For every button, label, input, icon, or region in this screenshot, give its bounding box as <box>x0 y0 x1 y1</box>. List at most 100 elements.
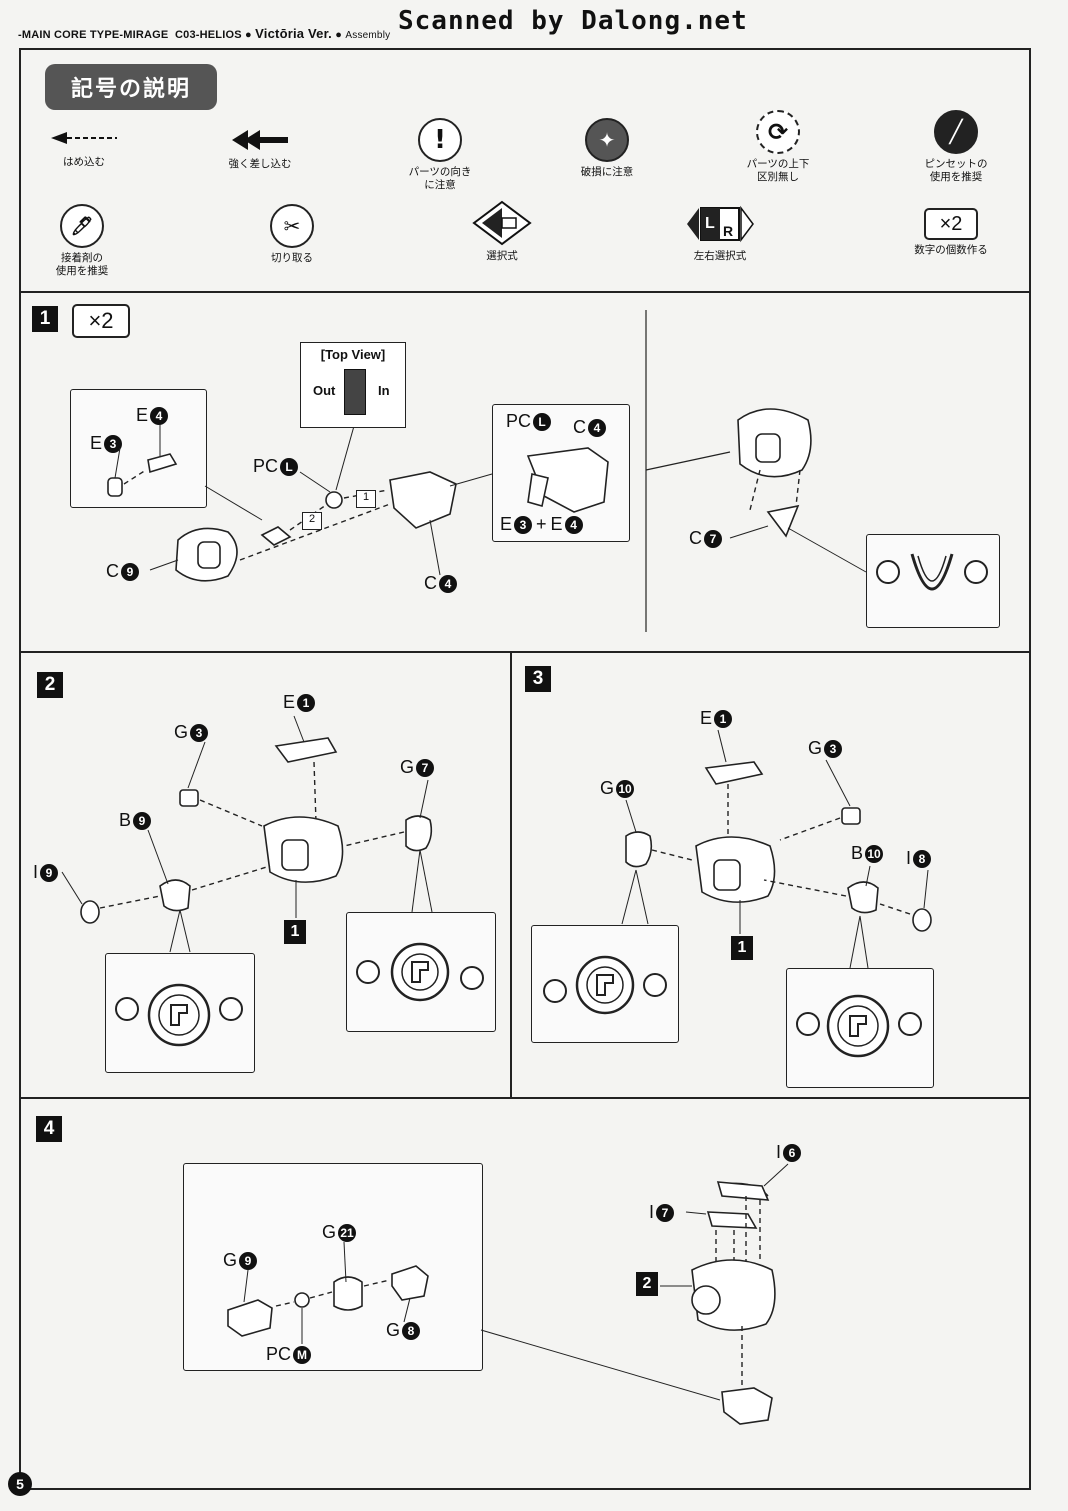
reference-step: 2 <box>636 1272 658 1296</box>
dot-icon: ● <box>245 29 252 41</box>
version-name: Victōria Ver. <box>255 26 332 41</box>
divider-step2-3 <box>510 651 512 1099</box>
legend-label: 強く差し込む <box>228 158 292 170</box>
detail-drawing <box>526 447 609 513</box>
glue-icon: 🖊 <box>60 204 104 248</box>
tweezers-icon: ╱ <box>934 110 978 154</box>
divider-legend <box>19 291 1031 293</box>
page-frame <box>19 48 1031 1490</box>
header-model: -MAIN CORE TYPE-MIRAGE C03-HELIOS ● Vict… <box>18 26 390 41</box>
legend-item: ✦ 破損に注意 <box>565 118 649 179</box>
legend-label: パーツの上下 区別無し <box>746 158 810 183</box>
cut-icon <box>876 560 900 584</box>
pc-part-shape <box>344 369 366 415</box>
legend-label: 左右選択式 <box>693 250 747 262</box>
svg-text:L: L <box>705 215 715 232</box>
legend-label: パーツの向き に注意 <box>408 166 472 191</box>
divider-step1 <box>19 651 1031 653</box>
quantity-badge: ×2 <box>72 304 130 338</box>
legend-label: 数字の個数作る <box>914 244 988 256</box>
legend-item: ✂ 切り取る <box>250 204 334 265</box>
svg-text:R: R <box>723 223 733 239</box>
select-icon <box>472 200 532 246</box>
rotate-icon: ⟳ <box>756 110 800 154</box>
legend-item: ×2 数字の個数作る <box>902 208 1000 257</box>
legend-label: 選択式 <box>486 250 518 262</box>
step-number: 3 <box>525 666 551 692</box>
reference-step: 1 <box>284 920 306 944</box>
page-number: 5 <box>8 1472 32 1496</box>
exclamation-icon: ! <box>418 118 462 162</box>
legend-label: 接着剤の 使用を推奨 <box>55 252 109 277</box>
legend-item: 選択式 <box>460 200 544 263</box>
step-number: 2 <box>37 672 63 698</box>
sequence-marker: 1 <box>356 490 376 508</box>
sequence-marker: 2 <box>302 512 322 530</box>
detail-drawing <box>356 942 484 1002</box>
topview-in: In <box>378 383 390 398</box>
lr-select-icon: L R <box>687 205 754 243</box>
legend-item: 🖊 接着剤の 使用を推奨 <box>40 204 124 278</box>
legend-title: 記号の説明 <box>45 64 217 110</box>
legend-item: ⟳ パーツの上下 区別無し <box>728 110 828 184</box>
detail-drawing <box>796 994 922 1058</box>
step-number: 1 <box>32 306 58 332</box>
step-number: 4 <box>36 1116 62 1142</box>
model-name: -MAIN CORE TYPE-MIRAGE <box>18 29 169 41</box>
double-arrow-icon <box>232 130 288 150</box>
detail-box <box>183 1163 483 1371</box>
model-code: C03-HELIOS <box>174 29 242 41</box>
detail-box <box>70 389 207 508</box>
part-shape <box>107 424 493 582</box>
legend-label: ピンセットの 使用を推奨 <box>924 158 988 183</box>
reference-step: 1 <box>731 936 753 960</box>
legend-item: ! パーツの向き に注意 <box>395 118 485 192</box>
topview-out: Out <box>313 383 336 398</box>
legend-item: ╱ ピンセットの 使用を推奨 <box>908 110 1004 184</box>
break-icon: ✦ <box>585 118 629 162</box>
scanned-watermark: Scanned by Dalong.net <box>398 6 748 36</box>
detail-drawing <box>543 955 667 1015</box>
part-shape <box>729 408 867 573</box>
divider-step3 <box>19 1097 1031 1099</box>
section-name: Assembly <box>345 30 391 41</box>
topview-title: [Top View] <box>320 347 386 362</box>
legend-label: はめ込む <box>63 156 105 168</box>
detail-drawing <box>115 983 243 1047</box>
legend-item: はめ込む <box>42 128 126 169</box>
legend-label: 切り取る <box>271 252 313 264</box>
cut-icon: ✂ <box>270 204 314 248</box>
detail-drawing <box>876 553 988 591</box>
legend-label: 破損に注意 <box>580 166 634 178</box>
x2-icon: ×2 <box>924 208 978 240</box>
legend-item: 強く差し込む <box>218 128 302 171</box>
